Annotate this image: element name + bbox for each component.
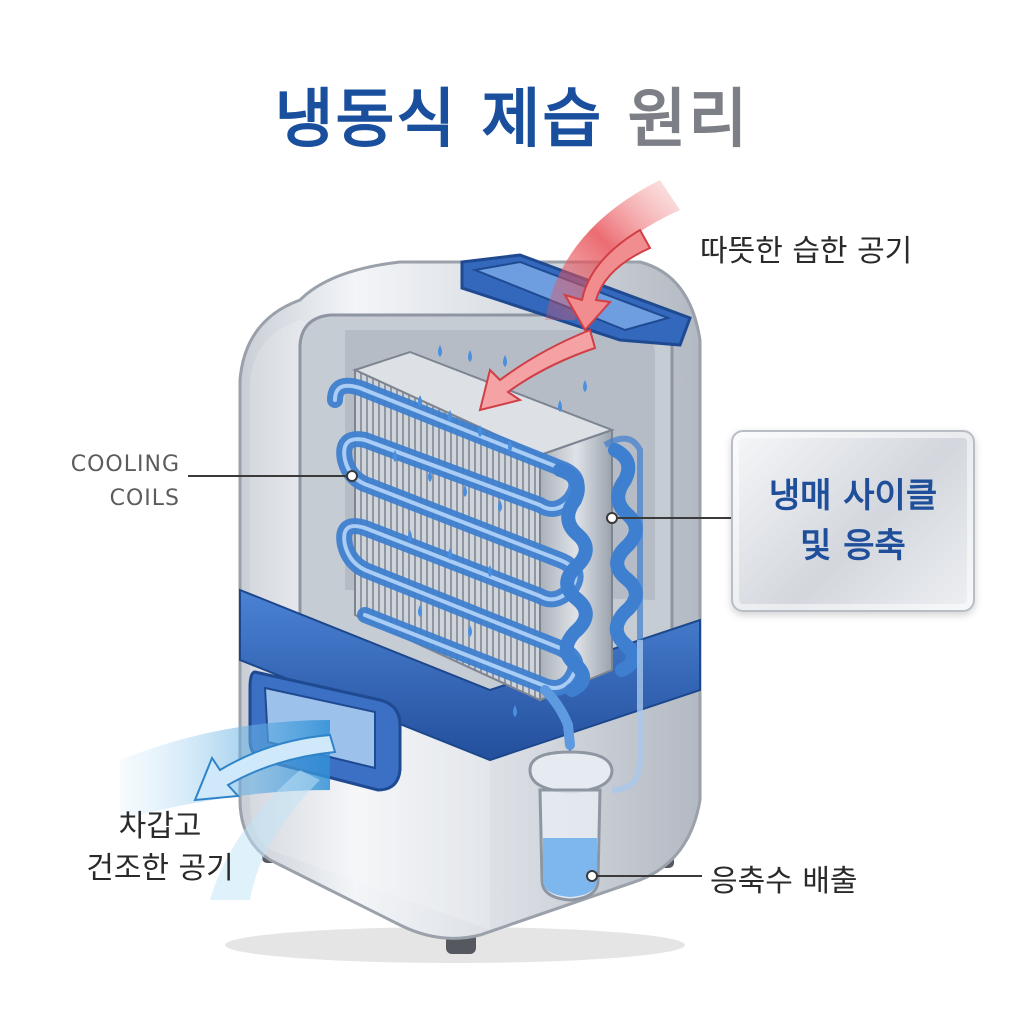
warm-humid-air-label: 따뜻한 습한 공기 bbox=[700, 234, 913, 269]
cool-dry-air-line1: 차갑고 bbox=[118, 809, 202, 844]
page-title: 냉동식 제습 원리 bbox=[0, 68, 1024, 160]
leader-cooling-dot bbox=[346, 470, 358, 482]
leader-drain-dot bbox=[586, 870, 598, 882]
cooling-coils-line1: COOLING bbox=[70, 452, 180, 477]
refrigerant-line bbox=[603, 435, 643, 640]
title-gray-part: 원리 bbox=[627, 83, 750, 157]
cooling-coils-line2: COILS bbox=[109, 486, 180, 511]
side-pipe bbox=[611, 640, 643, 793]
warm-air-arrow-inner bbox=[478, 328, 597, 412]
refrigerant-cycle-line1: 냉매 사이클 bbox=[768, 476, 938, 516]
refrigerant-coil bbox=[553, 463, 593, 697]
refrigerant-cycle-callout: 냉매 사이클 및 응축 bbox=[731, 430, 975, 612]
cool-dry-air-line2: 건조한 공기 bbox=[86, 851, 234, 886]
warm-air-arrow bbox=[562, 228, 652, 332]
refrigerant-coil-2 bbox=[608, 443, 643, 677]
title-blue-part: 냉동식 제습 bbox=[274, 83, 604, 157]
blue-band bbox=[239, 588, 701, 762]
collection-cup-rim bbox=[528, 750, 614, 794]
condensate-drain-label: 응축수 배출 bbox=[710, 864, 858, 899]
refrigerant-cycle-line2: 및 응축 bbox=[800, 526, 906, 566]
cooling-coils-label: COOLING COILS bbox=[40, 448, 180, 516]
drain-pipe bbox=[540, 685, 575, 750]
collected-water bbox=[543, 838, 597, 897]
cool-air-arrow bbox=[193, 733, 337, 802]
cool-air-stream-lower bbox=[210, 770, 320, 900]
leader-cycle-dot bbox=[606, 512, 618, 524]
cool-dry-air-label: 차갑고 건조한 공기 bbox=[60, 806, 260, 890]
